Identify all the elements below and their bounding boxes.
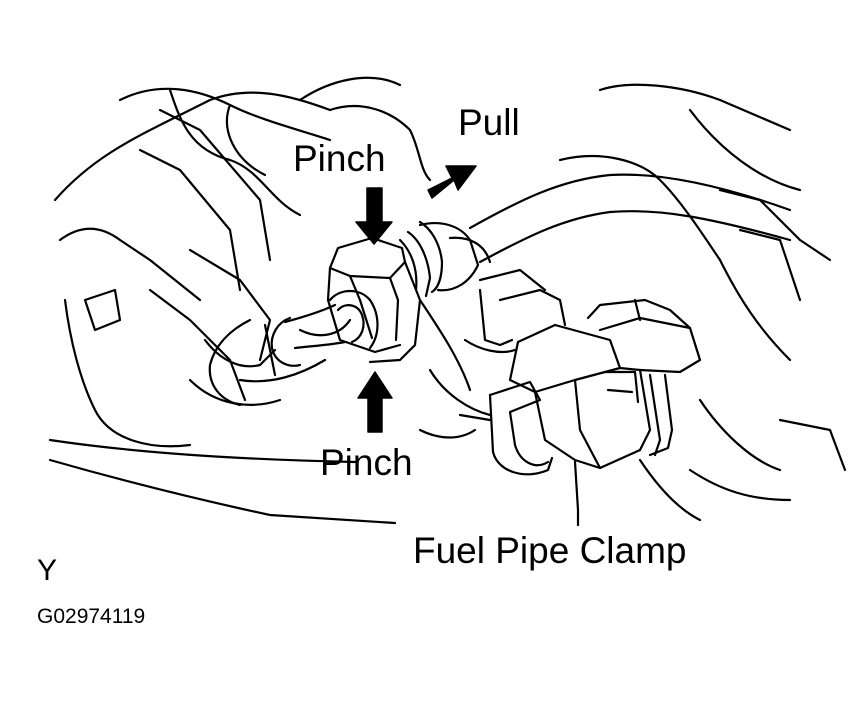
fuel-pipe — [398, 173, 792, 298]
quick-connector — [326, 236, 422, 364]
arrow-up-right-icon — [427, 165, 477, 199]
inlet-pipe — [208, 303, 347, 407]
fuel-pipe-clamp — [478, 288, 702, 527]
arrow-up-icon — [357, 371, 393, 433]
pinch-top-label: Pinch — [293, 138, 386, 179]
arrow-down-icon — [355, 187, 393, 245]
engine-background — [48, 76, 847, 525]
view-letter: Y — [37, 554, 58, 587]
pinch-bottom-label: Pinch — [320, 442, 413, 483]
fuel-pipe-clamp-label: Fuel Pipe Clamp — [413, 530, 687, 571]
figure-code: G02974119 — [37, 605, 146, 628]
pull-label: Pull — [458, 102, 520, 143]
